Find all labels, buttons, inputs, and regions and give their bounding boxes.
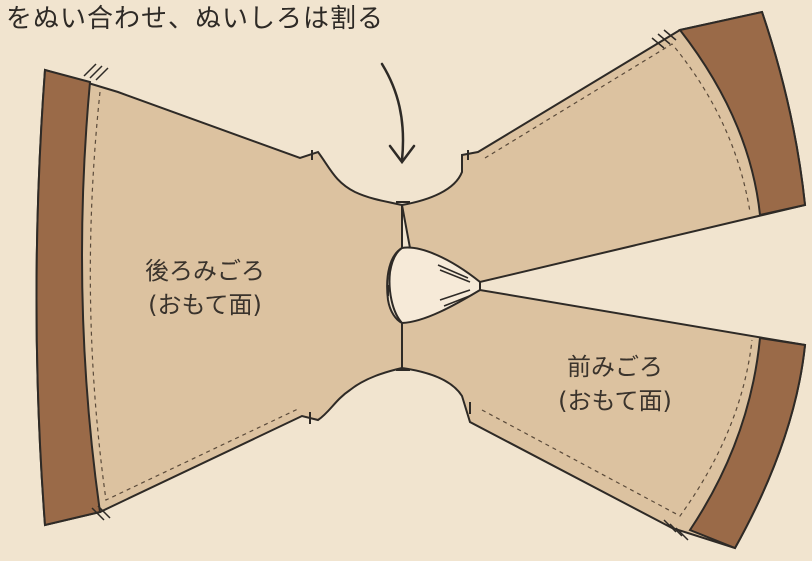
front-upper-hem-band — [678, 10, 807, 217]
back-hem-band — [35, 68, 102, 527]
front-piece-name: 前みごろ — [567, 353, 663, 381]
front-piece-label: 前みごろ (おもて面) — [530, 350, 700, 418]
back-piece-name: 後ろみごろ — [145, 257, 265, 285]
notch-marks — [309, 150, 471, 424]
seam-hatch-marks — [83, 29, 689, 541]
front-lower-stitch-line — [481, 339, 753, 517]
instruction-text: をぬい合わせ、ぬいしろは割る — [6, 4, 385, 34]
front-lower-hem-band — [688, 336, 807, 550]
front-piece-side: (おもて面) — [558, 387, 672, 415]
pointer-arrow — [380, 62, 416, 165]
back-stitch-line — [89, 91, 301, 501]
front-upper-stitch-line — [484, 43, 751, 213]
back-piece-side: (おもて面) — [148, 291, 262, 319]
neck-opening — [388, 246, 481, 325]
back-piece-label: 後ろみごろ (おもて面) — [120, 254, 290, 322]
